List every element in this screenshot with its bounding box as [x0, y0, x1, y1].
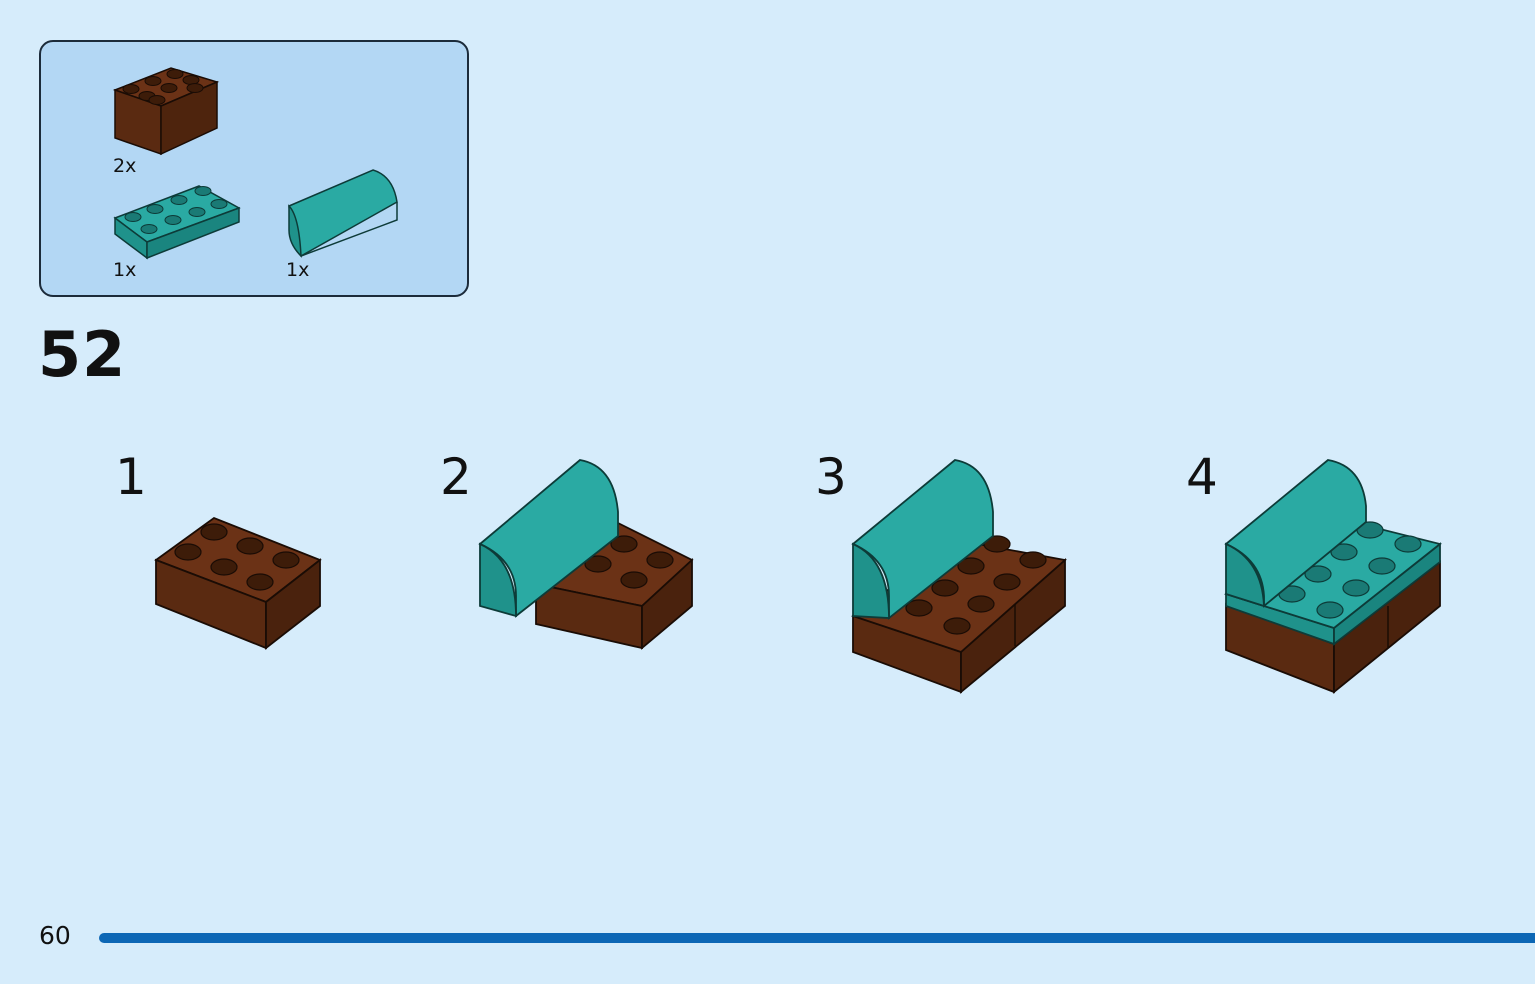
substep-4-model [1224, 459, 1442, 694]
step-number: 52 [38, 318, 127, 391]
substep-label: 4 [1186, 448, 1218, 506]
substep-3-model [851, 459, 1067, 694]
part-quantity: 1x [113, 259, 137, 281]
part-quantity: 2x [113, 155, 137, 177]
curved-slope-teal-image [288, 169, 398, 258]
substep-2-model [478, 459, 694, 650]
page-progress-bar [99, 933, 1535, 943]
brick-2x4-brown-image [112, 67, 220, 156]
plate-2x4-teal-image [113, 185, 241, 260]
substep-label: 2 [440, 448, 472, 506]
substep-label: 1 [115, 448, 147, 506]
parts-list-panel: 2x 1x 1x [39, 40, 469, 297]
substep-1-model [154, 516, 322, 650]
substep-label: 3 [815, 448, 847, 506]
part-quantity: 1x [286, 259, 310, 281]
page-number: 60 [39, 921, 71, 950]
